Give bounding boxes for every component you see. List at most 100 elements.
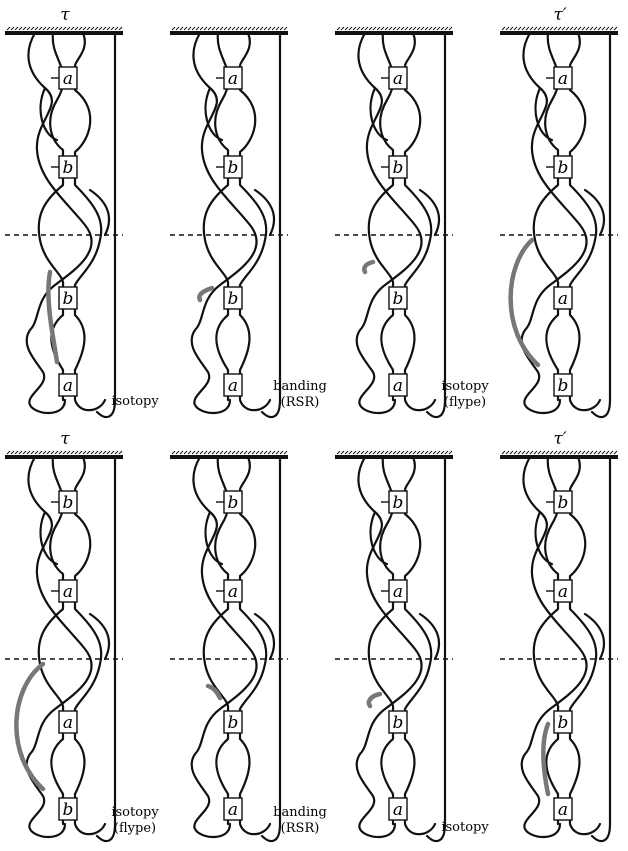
box-label: a bbox=[558, 582, 568, 602]
panel-r2-c3: b a b a isotopy bbox=[335, 451, 489, 841]
strand-4 bbox=[240, 33, 270, 410]
panel-r1-c4: τ′ a b a b bbox=[500, 5, 618, 417]
box-label: a bbox=[393, 582, 403, 602]
box-1: a bbox=[546, 67, 572, 89]
box-label: a bbox=[393, 69, 403, 89]
box-label: b bbox=[228, 493, 239, 513]
step-caption: isotopy bbox=[441, 820, 489, 835]
panel-title: τ bbox=[60, 429, 70, 449]
box-2: a bbox=[216, 580, 242, 602]
strand-1 bbox=[262, 457, 280, 841]
box-label: b bbox=[228, 158, 239, 178]
step-caption: isotopy bbox=[111, 394, 159, 409]
box-label: a bbox=[558, 289, 568, 309]
box-label: b bbox=[558, 493, 569, 513]
box-2: b bbox=[381, 156, 407, 178]
box-label: b bbox=[63, 493, 74, 513]
panel-r1-c1: τ a b b a isotopy bbox=[5, 5, 159, 417]
box-3: b bbox=[389, 287, 407, 309]
box-2: a bbox=[546, 580, 572, 602]
panel-r1-c2: a b b a banding(RSR) bbox=[170, 27, 327, 417]
box-label: b bbox=[393, 158, 404, 178]
box-2: a bbox=[381, 580, 407, 602]
strand-4 bbox=[570, 457, 600, 834]
step-caption: banding bbox=[273, 379, 327, 394]
box-4: b bbox=[554, 374, 572, 396]
strand-6 bbox=[420, 614, 439, 659]
band-arc bbox=[16, 664, 43, 789]
box-2: a bbox=[51, 580, 77, 602]
box-label: a bbox=[63, 376, 73, 396]
box-1: b bbox=[381, 491, 407, 513]
box-label: a bbox=[558, 69, 568, 89]
step-caption: isotopy bbox=[111, 805, 159, 820]
band-arc bbox=[369, 694, 380, 706]
box-label: a bbox=[228, 800, 238, 820]
box-1: a bbox=[381, 67, 407, 89]
box-label: b bbox=[228, 289, 239, 309]
box-label: b bbox=[228, 713, 239, 733]
box-label: a bbox=[63, 713, 73, 733]
box-4: a bbox=[224, 374, 242, 396]
box-3: a bbox=[59, 711, 77, 733]
strand-1 bbox=[592, 33, 610, 417]
step-caption-sub: (flype) bbox=[444, 395, 486, 410]
box-label: a bbox=[63, 69, 73, 89]
box-4: a bbox=[389, 798, 407, 820]
box-1: a bbox=[216, 67, 242, 89]
box-label: b bbox=[63, 800, 74, 820]
strand-1 bbox=[427, 33, 445, 417]
box-4: a bbox=[59, 374, 77, 396]
box-1: b bbox=[51, 491, 77, 513]
box-label: b bbox=[63, 158, 74, 178]
strand-6 bbox=[585, 190, 604, 235]
strand-6 bbox=[585, 614, 604, 659]
strand-4 bbox=[75, 457, 105, 834]
box-4: a bbox=[554, 798, 572, 820]
panel-title: τ bbox=[60, 5, 70, 25]
strand-4 bbox=[405, 457, 435, 834]
strand-4 bbox=[405, 33, 435, 410]
strand-1 bbox=[97, 33, 115, 417]
strand-1 bbox=[262, 33, 280, 417]
band-arc bbox=[511, 240, 538, 365]
box-3: b bbox=[224, 287, 242, 309]
band-arc bbox=[208, 686, 220, 698]
box-label: b bbox=[393, 289, 404, 309]
step-caption: banding bbox=[273, 805, 327, 820]
box-label: b bbox=[63, 289, 74, 309]
panel-r2-c1: τbaabisotopy(flype) bbox=[5, 429, 159, 841]
box-label: a bbox=[393, 800, 403, 820]
box-label: a bbox=[558, 800, 568, 820]
box-label: b bbox=[558, 713, 569, 733]
strand-6 bbox=[255, 190, 274, 235]
box-3: b bbox=[389, 711, 407, 733]
box-1: b bbox=[546, 491, 572, 513]
box-1: b bbox=[216, 491, 242, 513]
box-4: a bbox=[224, 798, 242, 820]
box-label: a bbox=[63, 582, 73, 602]
strand-4 bbox=[75, 33, 105, 410]
box-label: b bbox=[558, 376, 569, 396]
strand-6 bbox=[255, 614, 274, 659]
strand-6 bbox=[90, 190, 109, 235]
box-3: a bbox=[554, 287, 572, 309]
box-label: b bbox=[558, 158, 569, 178]
step-caption-sub: (RSR) bbox=[281, 821, 320, 836]
box-label: a bbox=[228, 376, 238, 396]
box-label: b bbox=[393, 713, 404, 733]
panel-r2-c2: b a b a banding(RSR) bbox=[170, 451, 327, 841]
strand-4 bbox=[570, 33, 600, 410]
box-label: a bbox=[393, 376, 403, 396]
step-caption-sub: (RSR) bbox=[281, 395, 320, 410]
box-3: b bbox=[59, 287, 77, 309]
box-4: a bbox=[389, 374, 407, 396]
panel-title: τ′ bbox=[553, 429, 566, 449]
box-1: a bbox=[51, 67, 77, 89]
box-2: b bbox=[546, 156, 572, 178]
box-label: a bbox=[228, 582, 238, 602]
strand-1 bbox=[427, 457, 445, 841]
panel-title: τ′ bbox=[553, 5, 566, 25]
